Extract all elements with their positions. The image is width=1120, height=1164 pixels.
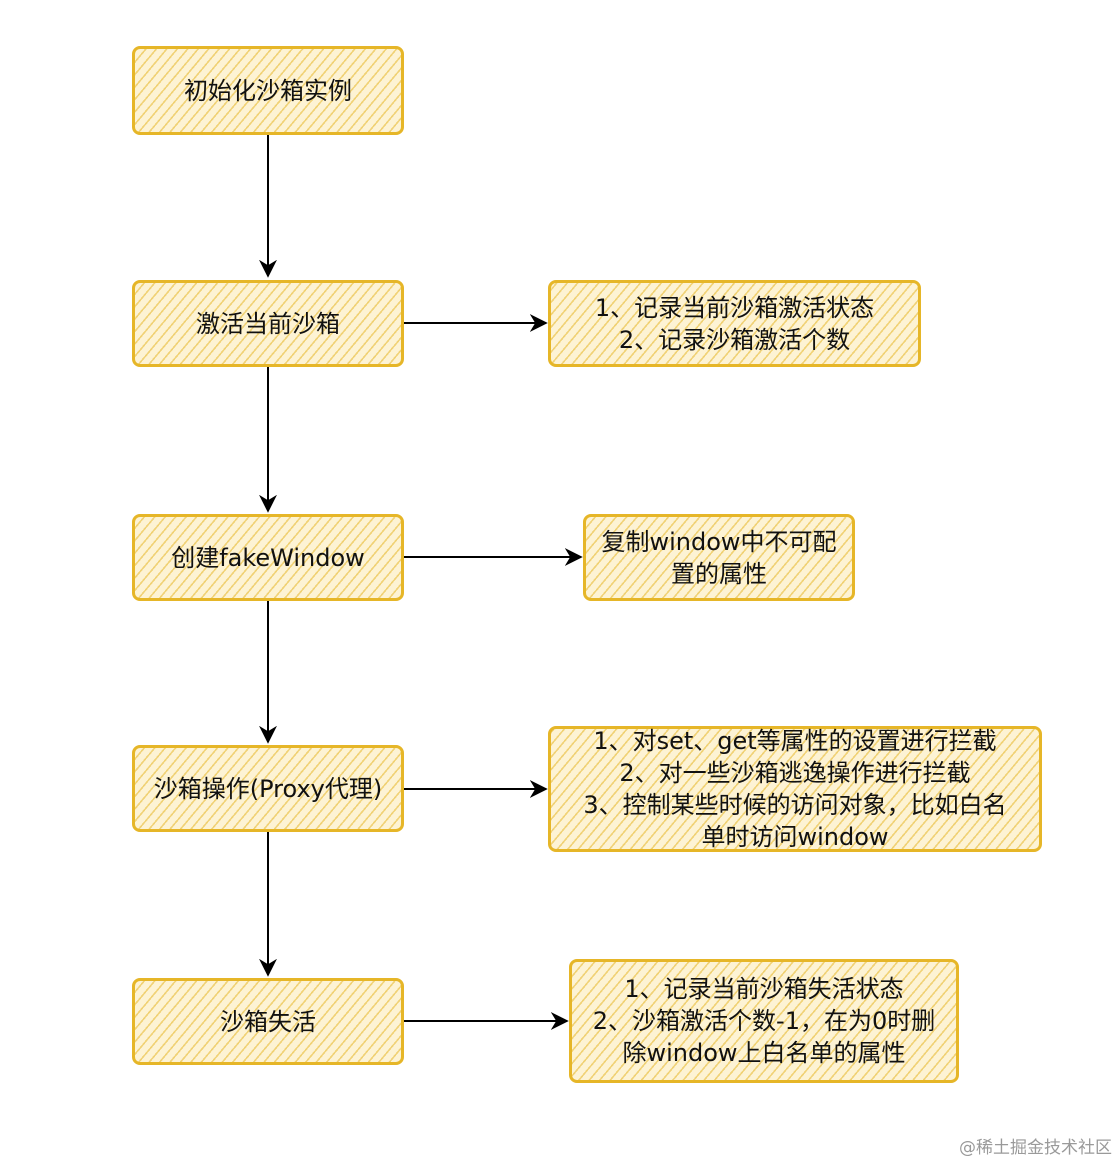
note-proxy-details: 1、对set、get等属性的设置进行拦截 2、对一些沙箱逃逸操作进行拦截 3、控… [548,726,1042,852]
note-proxy-line-3: 3、控制某些时候的访问对象，比如白名 [583,791,1007,819]
note-proxy-line-2: 2、对一些沙箱逃逸操作进行拦截 [619,759,971,787]
watermark: @稀土掘金技术社区 [959,1138,1112,1158]
note-fake-window-line-2: 置的属性 [671,559,767,588]
step-activate-sandbox: 激活当前沙箱 [132,280,404,367]
step-init-sandbox-label: 初始化沙箱实例 [184,76,352,105]
step-deactivate-sandbox: 沙箱失活 [132,978,404,1065]
step-sandbox-proxy: 沙箱操作(Proxy代理) [132,745,404,832]
step-create-fake-window-label: 创建fakeWindow [171,543,365,572]
step-init-sandbox: 初始化沙箱实例 [132,46,404,135]
step-deactivate-sandbox-label: 沙箱失活 [220,1007,316,1036]
note-deactivate-details: 1、记录当前沙箱失活状态 2、沙箱激活个数-1，在为0时删 除window上白名… [569,959,959,1083]
step-create-fake-window: 创建fakeWindow [132,514,404,601]
note-deactivate-line-2: 2、沙箱激活个数-1，在为0时删 [592,1007,936,1035]
note-fake-window-details: 复制window中不可配 置的属性 [583,514,855,601]
note-deactivate-line-3: 除window上白名单的属性 [622,1039,906,1067]
step-sandbox-proxy-label: 沙箱操作(Proxy代理) [153,774,383,803]
step-activate-sandbox-label: 激活当前沙箱 [196,309,340,338]
note-activate-details: 1、记录当前沙箱激活状态 2、记录沙箱激活个数 [548,280,921,367]
note-proxy-line-4: 单时访问window [701,823,889,851]
note-activate-line-1: 1、记录当前沙箱激活状态 [594,293,875,322]
note-fake-window-line-1: 复制window中不可配 [601,527,837,556]
note-proxy-line-1: 1、对set、get等属性的设置进行拦截 [593,727,997,755]
note-deactivate-line-1: 1、记录当前沙箱失活状态 [624,975,904,1003]
note-activate-line-2: 2、记录沙箱激活个数 [618,325,851,354]
